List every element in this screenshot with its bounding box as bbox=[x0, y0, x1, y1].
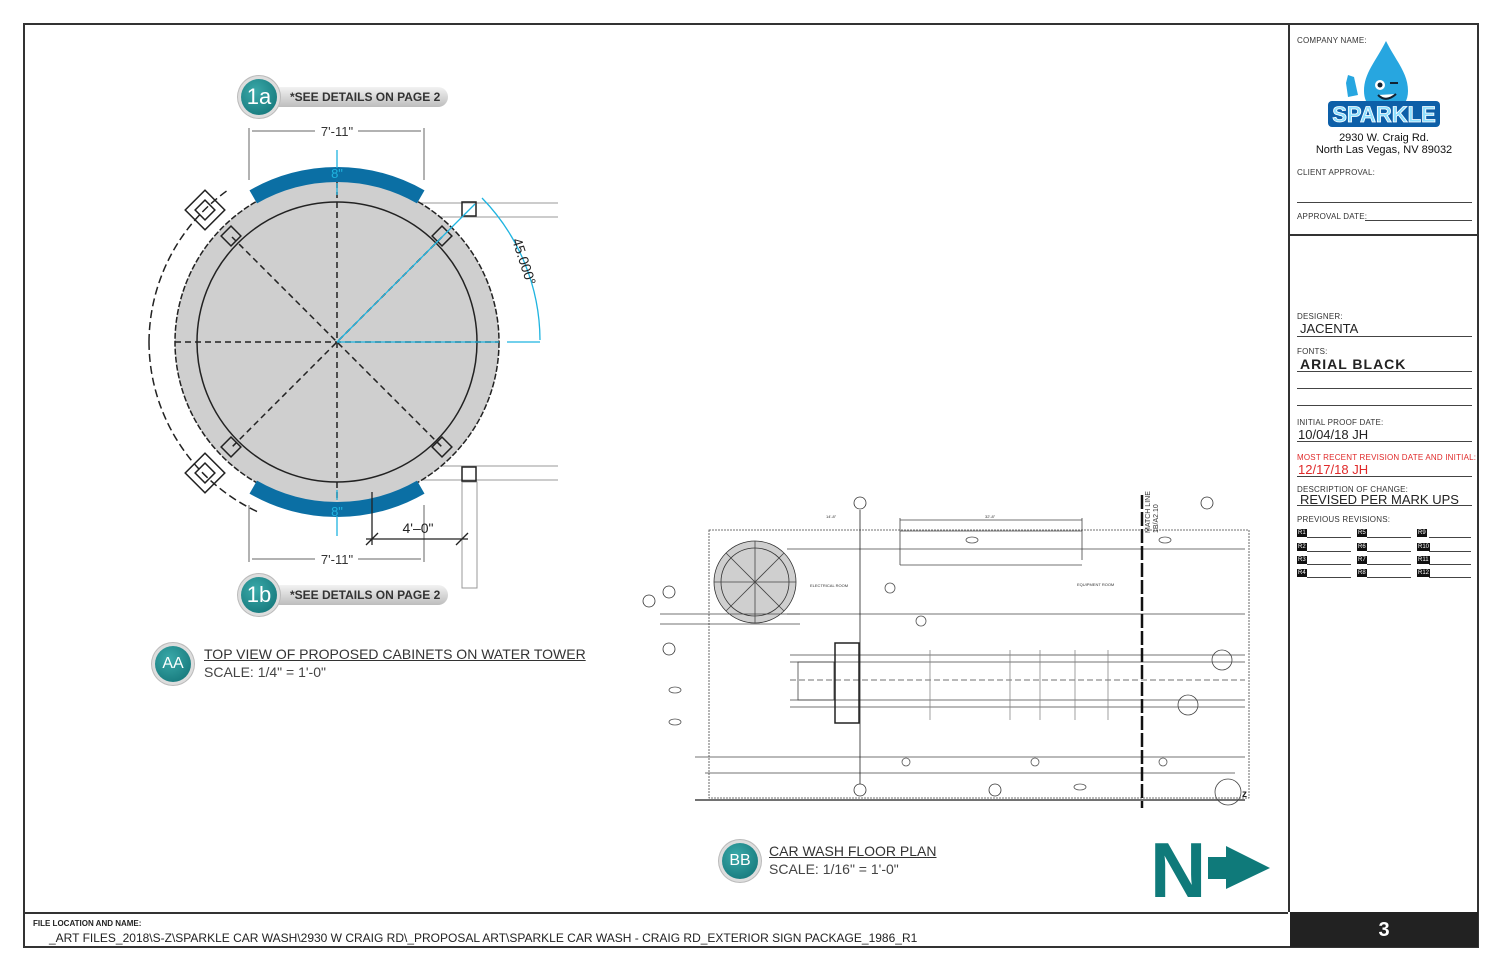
equipment-room-label: EQUIPMENT ROOM bbox=[1077, 582, 1114, 587]
callout-1b-badge: 1b bbox=[241, 577, 277, 613]
revision-r1: R1 bbox=[1297, 529, 1307, 537]
client-approval-label: CLIENT APPROVAL: bbox=[1297, 168, 1376, 177]
approval-date-label: APPROVAL DATE: bbox=[1297, 212, 1368, 221]
callout-1b-note: *SEE DETAILS ON PAGE 2 bbox=[270, 585, 448, 605]
previous-revisions-label: PREVIOUS REVISIONS: bbox=[1297, 515, 1391, 524]
revision-r12: R12 bbox=[1417, 569, 1431, 577]
revision-r9: R9 bbox=[1417, 529, 1427, 537]
car-wash-floor-plan bbox=[642, 495, 1250, 808]
file-path: _ART FILES_2018\S-Z\SPARKLE CAR WASH\293… bbox=[49, 931, 918, 945]
revision-r3: R3 bbox=[1297, 556, 1307, 564]
revision-r8: R8 bbox=[1357, 569, 1367, 577]
dim-top-width: 7'-11" bbox=[321, 124, 354, 139]
recent-revision-label: MOST RECENT REVISION DATE AND INITIAL: bbox=[1297, 453, 1477, 462]
dim-angle: 45.000° bbox=[509, 236, 539, 287]
page-number: 3 bbox=[1290, 912, 1478, 947]
dim-cabinet-depth-top: 8" bbox=[331, 166, 343, 181]
company-name-label: COMPANY NAME: bbox=[1297, 36, 1367, 45]
svg-text:z: z bbox=[1242, 789, 1247, 800]
file-location-label: FILE LOCATION AND NAME: bbox=[33, 919, 142, 928]
dim-offset: 4'–0" bbox=[402, 520, 433, 536]
detail-aa-title: TOP VIEW OF PROPOSED CABINETS ON WATER T… bbox=[204, 646, 586, 662]
detail-bb-title: CAR WASH FLOOR PLAN bbox=[769, 843, 937, 859]
cabinet-1a bbox=[249, 166, 425, 204]
detail-aa-scale: SCALE: 1/4" = 1'-0" bbox=[204, 664, 326, 680]
drawing-sheet-frame bbox=[23, 23, 1479, 948]
revision-r6: R6 bbox=[1357, 543, 1367, 551]
revision-r2: R2 bbox=[1297, 543, 1307, 551]
description-label: DESCRIPTION OF CHANGE: bbox=[1297, 485, 1409, 494]
designer-label: DESIGNER: bbox=[1297, 312, 1343, 321]
fonts-value: ARIAL BLACK bbox=[1300, 356, 1407, 372]
cabinet-1b bbox=[249, 480, 425, 518]
electrical-room-label: ELECTRICAL ROOM bbox=[810, 583, 848, 588]
water-tower-top-view: 8" 8" 45.000° 7'-11" 7'-11" 4'–0" bbox=[148, 124, 558, 589]
divider bbox=[1290, 234, 1478, 236]
fonts-label: FONTS: bbox=[1297, 347, 1328, 356]
svg-text:N: N bbox=[1150, 826, 1206, 914]
initial-proof-value: 10/04/18 JH bbox=[1298, 427, 1369, 442]
svg-text:SPARKLE: SPARKLE bbox=[1332, 102, 1436, 127]
revision-r10: R10 bbox=[1417, 543, 1431, 551]
initial-proof-label: INITIAL PROOF DATE: bbox=[1297, 418, 1384, 427]
address-line-1: 2930 W. Craig Rd. bbox=[1339, 132, 1429, 144]
dim-32ft: 32'-8" bbox=[985, 514, 996, 519]
title-block: COMPANY NAME: SPARKLE 2930 W. Craig Rd. … bbox=[1288, 25, 1478, 912]
revision-r11: R11 bbox=[1417, 556, 1430, 564]
recent-revision-value: 12/17/18 JH bbox=[1298, 462, 1369, 477]
approval-date-line[interactable] bbox=[1365, 220, 1472, 221]
client-approval-line[interactable] bbox=[1297, 202, 1472, 203]
description-value: REVISED PER MARK UPS bbox=[1300, 492, 1459, 507]
designer-value: JACENTA bbox=[1300, 321, 1359, 336]
revision-r7: R7 bbox=[1357, 556, 1367, 564]
north-arrow-icon: N bbox=[1150, 826, 1270, 914]
callout-1a-badge: 1a bbox=[241, 79, 277, 115]
match-line-ref: 1B/A2.10 bbox=[1153, 504, 1160, 533]
dim-bottom-width: 7'-11" bbox=[321, 552, 354, 567]
detail-bb-scale: SCALE: 1/16" = 1'-0" bbox=[769, 861, 899, 877]
file-location-bar: FILE LOCATION AND NAME: _ART FILES_2018\… bbox=[25, 912, 1288, 947]
sparkle-logo: SPARKLE bbox=[1328, 41, 1440, 127]
dim-cabinet-depth-bottom: 8" bbox=[331, 504, 343, 519]
match-line-label: MATCH LINE bbox=[1145, 491, 1152, 533]
revision-r5: R5 bbox=[1357, 529, 1367, 537]
revision-r4: R4 bbox=[1297, 569, 1307, 577]
callout-1a-note: *SEE DETAILS ON PAGE 2 bbox=[270, 87, 448, 107]
detail-aa-badge: AA bbox=[155, 646, 191, 682]
address-line-2: North Las Vegas, NV 89032 bbox=[1315, 144, 1453, 156]
dim-14ft: 14'-8" bbox=[826, 514, 837, 519]
detail-bb-badge: BB bbox=[722, 843, 758, 879]
